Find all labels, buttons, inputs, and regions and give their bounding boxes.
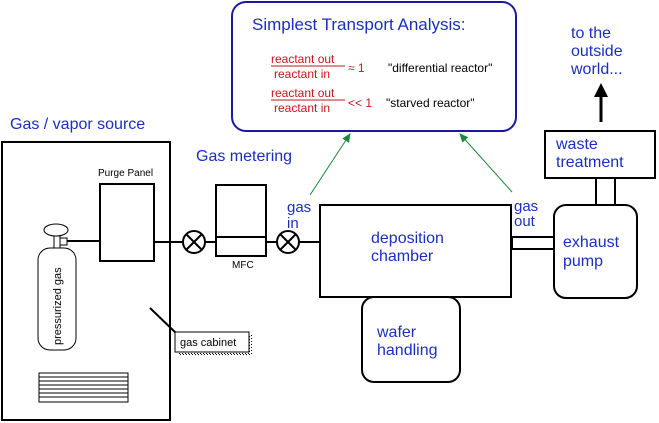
waste-label-1: waste bbox=[555, 136, 598, 153]
gas-in-label-2: in bbox=[287, 215, 299, 232]
denominator-1: reactant in bbox=[274, 67, 330, 81]
waste-treatment bbox=[544, 130, 656, 179]
numerator-2: reactant out bbox=[271, 86, 335, 100]
valve-1 bbox=[182, 230, 206, 254]
denominator-2: reactant in bbox=[274, 101, 330, 115]
gas-cylinder: pressurized gas bbox=[37, 223, 77, 351]
pump-label-2: pump bbox=[563, 253, 603, 270]
chamber-label-2: chamber bbox=[371, 248, 434, 265]
valve-2 bbox=[276, 230, 300, 254]
gas-out-label-1: gas bbox=[514, 198, 538, 215]
numerator-1: reactant out bbox=[271, 52, 335, 66]
waste-label-2: treatment bbox=[556, 154, 624, 171]
analysis-row-1: reactant out reactant in ≈ 1 "differenti… bbox=[271, 52, 492, 81]
label-1: "differential reactor" bbox=[388, 61, 492, 75]
analysis-title: Simplest Transport Analysis: bbox=[252, 15, 466, 34]
vent-grille bbox=[38, 372, 129, 403]
label-2: "starved reactor" bbox=[386, 96, 475, 110]
pump-label-1: exhaust bbox=[563, 234, 620, 251]
gas-in-arrow bbox=[309, 133, 351, 196]
gas-out-label-2: out bbox=[514, 213, 536, 230]
gas-cabinet bbox=[1, 141, 171, 421]
relation-2: << 1 bbox=[348, 96, 372, 110]
relation-1: ≈ 1 bbox=[348, 61, 365, 75]
wafer-label-1: wafer bbox=[376, 324, 417, 341]
gas-in-label-1: gas bbox=[287, 199, 311, 216]
gas-cabinet-label: gas cabinet bbox=[180, 337, 236, 349]
mfc-label: MFC bbox=[232, 260, 254, 271]
purge-panel-label: Purge Panel bbox=[98, 168, 153, 179]
source-label: Gas / vapor source bbox=[10, 116, 145, 133]
deposition-chamber bbox=[319, 204, 512, 298]
outside-label-1: to the bbox=[571, 25, 611, 42]
wafer-handling bbox=[361, 296, 461, 383]
mfc bbox=[215, 184, 267, 257]
outside-label-3: world... bbox=[570, 61, 623, 78]
analysis-row-2: reactant out reactant in << 1 "starved r… bbox=[271, 86, 475, 115]
metering-label: Gas metering bbox=[196, 148, 292, 165]
purge-panel bbox=[99, 183, 155, 262]
exhaust-pump bbox=[553, 204, 638, 299]
analysis-box: Simplest Transport Analysis: reactant ou… bbox=[231, 1, 517, 132]
chamber-label-1: deposition bbox=[371, 230, 444, 247]
outside-label-2: outside bbox=[571, 43, 623, 60]
wafer-label-2: handling bbox=[377, 342, 438, 359]
gas-out-arrow bbox=[459, 133, 513, 193]
gas-cabinet-callout bbox=[174, 331, 250, 353]
cylinder-label: pressurized gas bbox=[52, 267, 64, 345]
